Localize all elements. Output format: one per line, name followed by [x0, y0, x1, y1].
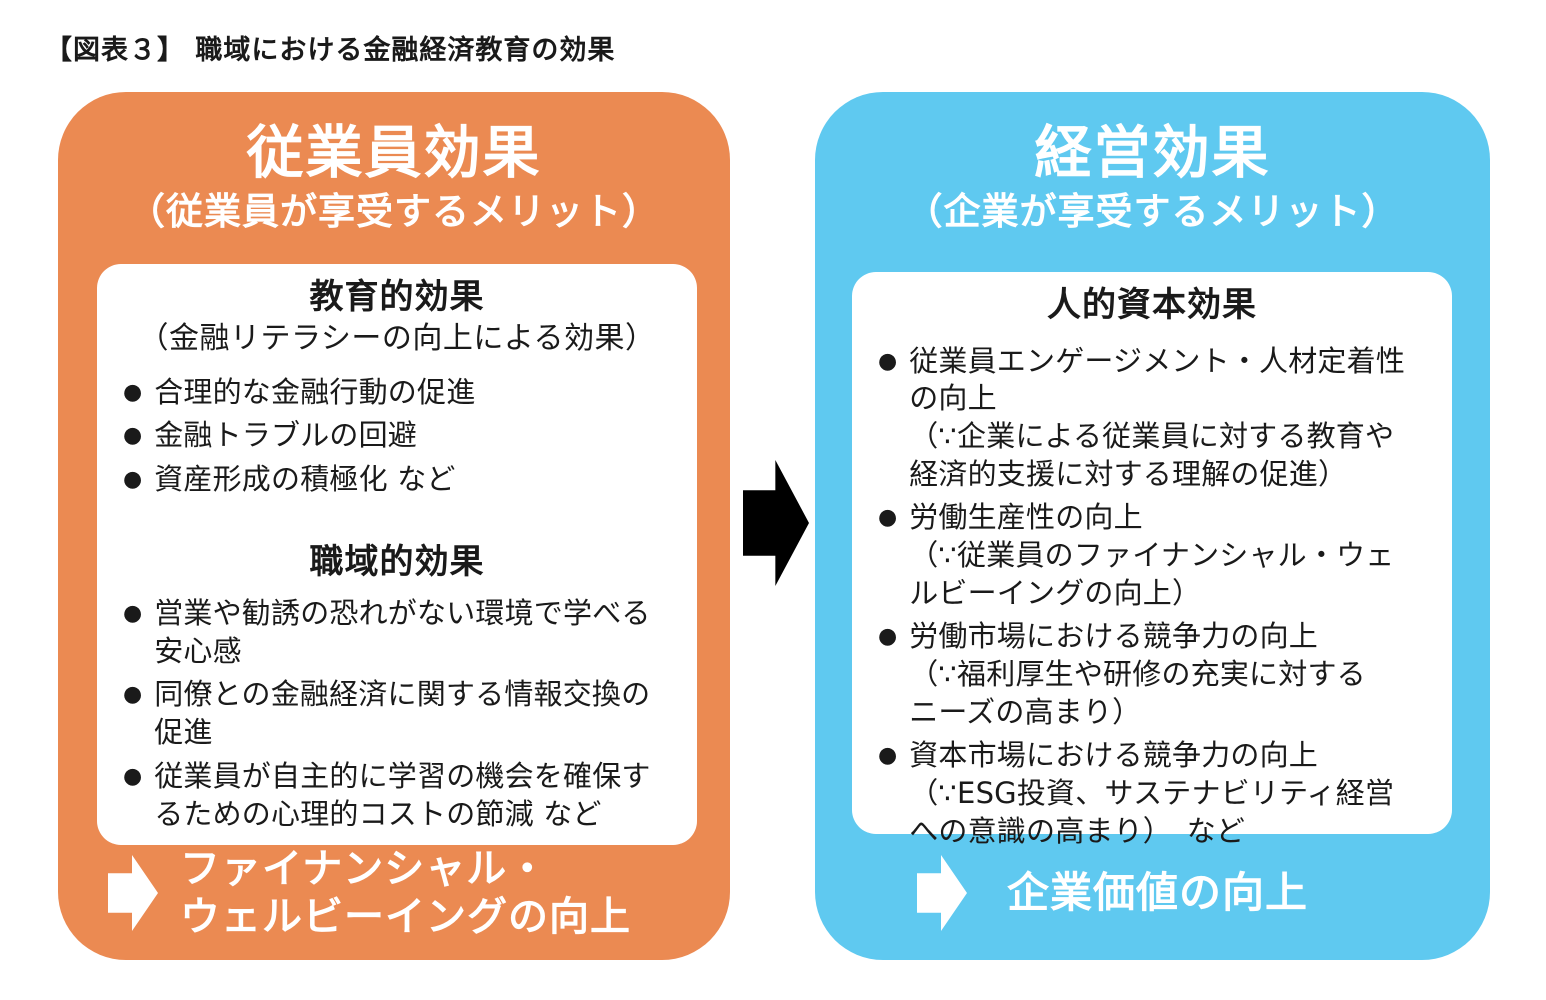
educational-effect-list: ● 合理的な金融行動の促進 ● 金融トラブルの回避 ● 資産形成の積極化 など [115, 374, 679, 499]
bullet-icon: ● [878, 743, 898, 769]
management-panel-title: 経営効果 [1034, 120, 1271, 186]
list-item: ● 合理的な金融行動の促進 [123, 374, 679, 412]
human-capital-effects-box: 人的資本効果 ● 従業員エンゲージメント・人材定着性 の向上 （∵企業による従業… [852, 272, 1452, 848]
list-item-text: 従業員が自主的に学習の機会を確保す るための心理的コストの節減 など [154, 758, 651, 831]
list-item-text: 営業や勧誘の恐れがない環境で学べる 安心感 [154, 596, 651, 668]
human-capital-list: ● 従業員エンゲージメント・人材定着性 の向上 （∵企業による従業員に対する教育… [870, 343, 1434, 851]
list-item: ● 営業や勧誘の恐れがない環境で学べる 安心感 [123, 595, 679, 670]
list-item: ● 同僚との金融経済に関する情報交換の 促進 [123, 676, 679, 751]
figure-title: 【図表３】 職域における金融経済教育の効果 [45, 35, 616, 66]
management-outcome-text: 企業価値の向上 [1007, 867, 1309, 917]
employee-panel-subtitle: （従業員が享受するメリット） [128, 189, 660, 233]
bullet-icon: ● [878, 348, 898, 374]
list-item: ● 労働市場における競争力の向上 （∵福利厚生や研修の充実に対する ニーズの高ま… [878, 618, 1434, 731]
bullet-icon: ● [878, 505, 898, 531]
list-item: ● 資本市場における競争力の向上 （∵ESG投資、サステナビリティ経営 への意識… [878, 737, 1434, 850]
employee-outcome-row: ファイナンシャル・ ウェルビーイングの向上 [58, 842, 730, 944]
employee-outcome-text: ファイナンシャル・ ウェルビーイングの向上 [180, 846, 631, 940]
list-item: ● 金融トラブルの回避 [123, 417, 679, 455]
right-arrow-icon [917, 855, 967, 931]
management-effect-panel: 経営効果 （企業が享受するメリット） 人的資本効果 ● 従業員エンゲージメント・… [815, 92, 1490, 960]
educational-effect-subheading: （金融リテラシーの向上による効果） [138, 320, 656, 356]
employee-effects-box: 教育的効果 （金融リテラシーの向上による効果） ● 合理的な金融行動の促進 ● … [97, 264, 697, 845]
list-item-text: 従業員エンゲージメント・人材定着性 の向上 （∵企業による従業員に対する教育や … [909, 343, 1406, 491]
bullet-icon: ● [878, 624, 898, 650]
bullet-icon: ● [123, 379, 143, 405]
management-outcome-row: 企業価値の向上 [815, 842, 1490, 944]
management-panel-subtitle: （企業が享受するメリット） [905, 189, 1400, 233]
bullet-icon: ● [123, 423, 143, 449]
list-item: ● 従業員エンゲージメント・人材定着性 の向上 （∵企業による従業員に対する教育… [878, 343, 1434, 494]
list-item: ● 労働生産性の向上 （∵従業員のファイナンシャル・ウェ ルビーイングの向上） [878, 499, 1434, 612]
workplace-effect-heading: 職域的効果 [309, 541, 485, 582]
employee-panel-title: 従業員効果 [246, 120, 542, 186]
bullet-icon: ● [123, 466, 143, 492]
bullet-icon: ● [123, 601, 143, 627]
list-item-text: 資産形成の積極化 など [154, 461, 456, 496]
list-item: ● 資産形成の積極化 など [123, 461, 679, 499]
list-item-text: 合理的な金融行動の促進 [154, 374, 476, 409]
list-item-text: 労働市場における競争力の向上 （∵福利厚生や研修の充実に対する ニーズの高まり） [909, 619, 1366, 729]
flow-right-arrow-icon [743, 460, 809, 586]
workplace-effect-list: ● 営業や勧誘の恐れがない環境で学べる 安心感 ● 同僚との金融経済に関する情報… [115, 595, 679, 833]
employee-effect-panel: 従業員効果 （従業員が享受するメリット） 教育的効果 （金融リテラシーの向上によ… [58, 92, 730, 960]
educational-effect-heading: 教育的効果 [309, 277, 485, 317]
list-item-text: 資本市場における競争力の向上 （∵ESG投資、サステナビリティ経営 への意識の高… [909, 738, 1395, 848]
list-item: ● 従業員が自主的に学習の機会を確保す るための心理的コストの節減 など [123, 758, 679, 833]
right-arrow-icon [108, 855, 158, 931]
list-item-text: 労働生産性の向上 （∵従業員のファイナンシャル・ウェ ルビーイングの向上） [909, 500, 1395, 610]
list-item-text: 金融トラブルの回避 [154, 418, 418, 453]
human-capital-heading: 人的資本効果 [1047, 285, 1257, 325]
list-item-text: 同僚との金融経済に関する情報交換の 促進 [154, 677, 651, 750]
bullet-icon: ● [123, 763, 143, 789]
bullet-icon: ● [123, 682, 143, 708]
